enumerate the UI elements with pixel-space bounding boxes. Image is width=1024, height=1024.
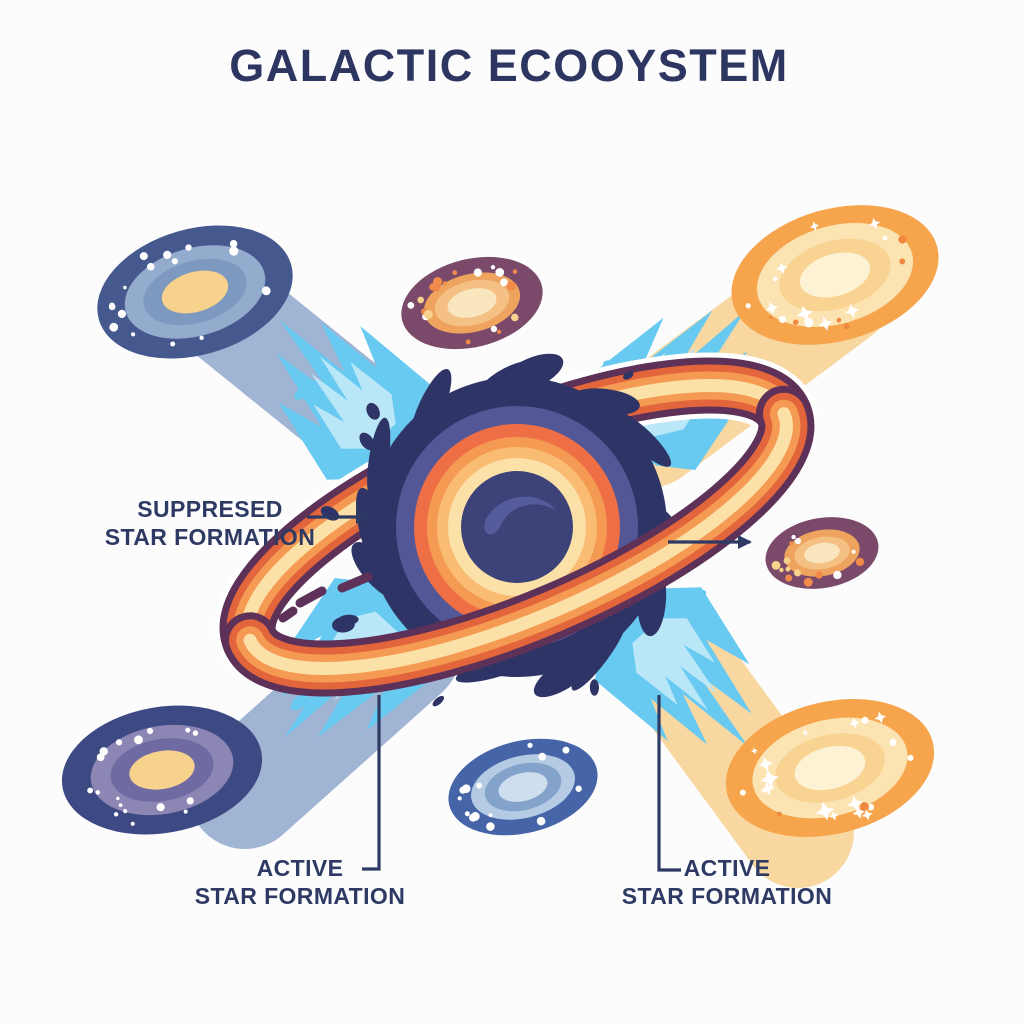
black-hole-core-swirl: [484, 496, 557, 535]
black-hole-core: [461, 471, 573, 583]
galaxy-bottom-middle: [448, 738, 598, 836]
galaxy-top-left: [97, 225, 293, 359]
galaxy-stars: [87, 727, 199, 826]
label-suppressed-star-formation: SUPPRESED STAR FORMATION: [105, 496, 315, 551]
accretion-band-front: [222, 385, 815, 697]
galaxy-stars: [457, 742, 582, 831]
annotation-lines: [307, 510, 752, 872]
galaxy-right-middle: [765, 517, 879, 589]
page-title: GALACTIC ECOOYSTEM: [229, 40, 789, 91]
galaxy-bottom-left: [61, 705, 263, 835]
label-line-1: SUPPRESED: [137, 496, 283, 522]
label-active-star-formation-right: ACTIVE STAR FORMATION: [622, 855, 832, 910]
galaxy-stars: [407, 265, 519, 345]
galaxy-stars: [745, 217, 907, 331]
label-line-2: STAR FORMATION: [621, 882, 833, 909]
label-line-1: ACTIVE: [683, 855, 771, 881]
galaxy-top-middle: [401, 256, 543, 350]
galaxy-bottom-right: [725, 699, 935, 837]
label-line-2: STAR FORMATION: [194, 882, 406, 909]
galaxy-stars: [739, 711, 914, 821]
active-right-connector: [657, 695, 681, 872]
band-edge-dashes: [278, 572, 373, 623]
galaxy-top-right: [731, 205, 939, 345]
galaxy-stars: [771, 534, 865, 587]
label-active-star-formation-left: ACTIVE STAR FORMATION: [195, 855, 405, 910]
label-line-1: ACTIVE: [256, 855, 344, 881]
active-left-connector: [362, 695, 381, 871]
label-line-2: STAR FORMATION: [104, 523, 316, 550]
galaxy-stars: [108, 239, 271, 347]
